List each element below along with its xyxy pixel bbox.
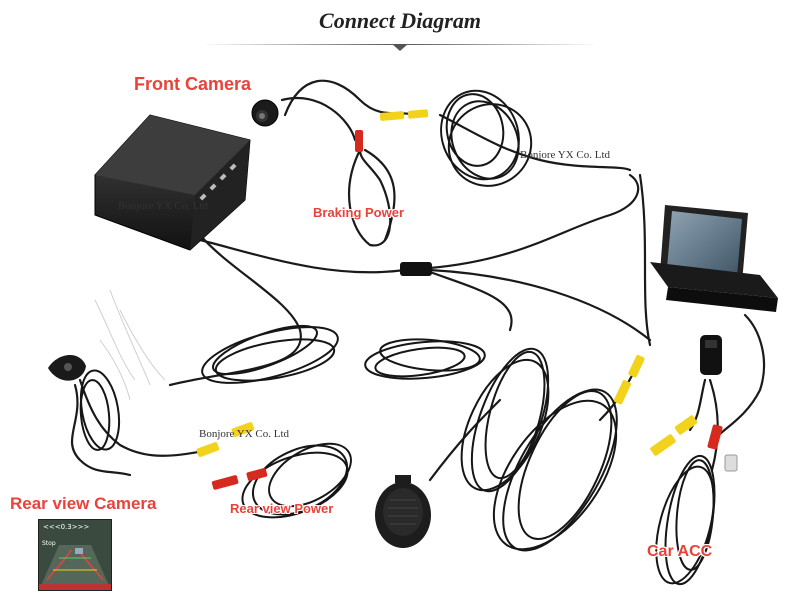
preview-scale-text: <<<0.3>>>	[43, 523, 89, 531]
cable-junction	[400, 262, 432, 276]
parking-sensor-control-box	[95, 115, 250, 250]
rear-view-power-label: Rear view Power	[230, 501, 333, 516]
front-camera-device	[252, 100, 278, 126]
sensor-wires	[95, 290, 165, 400]
buzzer-device	[375, 475, 431, 548]
front-camera-label: Front Camera	[134, 74, 251, 95]
watermark-top: Bonjore YX Co. Ltd	[520, 149, 610, 161]
rear-view-preview: <<<0.3>>> Stop	[38, 519, 112, 591]
monitor-device	[650, 205, 778, 312]
rear-view-camera-label: Rear view Camera	[10, 494, 156, 514]
watermark-middle: Bonjore YX Co. Ltd	[199, 428, 289, 440]
monitor-power-plug	[700, 335, 722, 375]
rear-view-camera-device	[48, 355, 86, 381]
diagram-title: Connect Diagram	[0, 8, 800, 34]
watermark-left: Bonjore YX Co. Ltd	[118, 200, 208, 212]
preview-stop-text: Stop	[42, 540, 56, 547]
title-underline-notch	[392, 44, 408, 51]
braking-power-label: Braking Power	[313, 205, 404, 220]
car-acc-label: Car ACC	[647, 543, 712, 561]
